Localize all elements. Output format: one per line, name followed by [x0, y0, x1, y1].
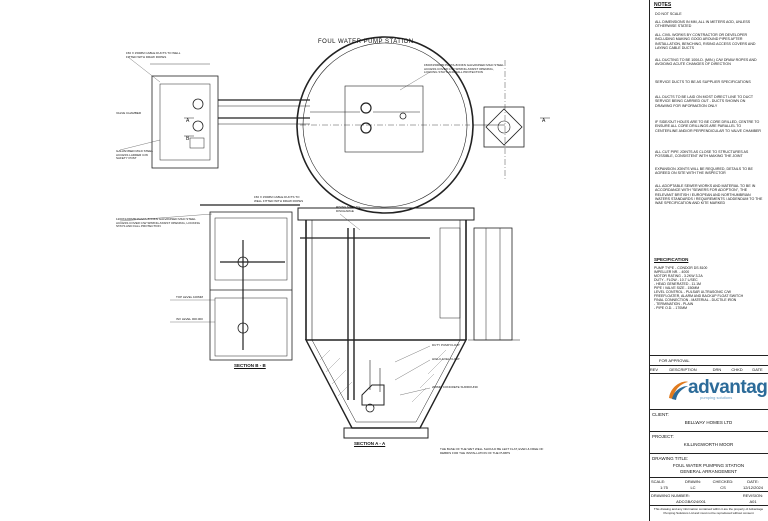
drawing-canvas: [119, 36, 550, 439]
annotation-inv-level: INV LEVEL 000.000: [176, 317, 203, 321]
meta-row: SCALE: 1:75 DRAWN: LC CHECKED: CS DATE: …: [649, 477, 768, 491]
title-panel: [649, 0, 768, 521]
annotation-base: THE BASE OF THE WET WELL SHOULD BE LEFT …: [440, 447, 544, 455]
note-item: SERVICE DUCTS TO BE AS SUPPLIER SPECIFIC…: [655, 80, 751, 84]
note-item: EXPANSION JOINTS WILL BE REQUIRED, DETAI…: [655, 167, 753, 176]
footer-text: This drawing and any information contain…: [653, 507, 764, 515]
project-value: KILLINGWORTH MOOR: [683, 442, 734, 447]
client-value: BELLWAY HOMES LTD: [684, 420, 733, 425]
annotation-mid-ducts: 150 x 150mm CABLE DUCTS TO WELL FITTED W…: [254, 195, 304, 203]
scale-label: SCALE:: [651, 479, 666, 484]
footer-box: This drawing and any information contain…: [649, 505, 768, 521]
drawing-title-box: DRAWING TITLE: FOUL WATER PUMPING STATIO…: [649, 453, 768, 477]
wet-well-cone: [304, 339, 468, 429]
tag-a-right: A: [542, 118, 546, 124]
rev-header: DRN: [712, 367, 722, 372]
note-item: ALL DUCTING TO BE 100/LD. (MIN.) C/W DRA…: [655, 58, 757, 67]
note-item: ALL CUT PIPE JOINTS AS CLOSE TO STRUCTUR…: [655, 150, 749, 159]
checked-value: CS: [720, 485, 726, 490]
section-aa-slab: [297, 207, 475, 221]
annotation-access-cover: 1500x1500mm PASTA-B 63kN GALVANISED MILD…: [424, 63, 504, 75]
section-bb-chamber: [209, 211, 293, 361]
spec-line: - HEAD GENERATED - 11.1M: [654, 282, 701, 286]
annotation-concrete: 200mm CONCRETE SURROUND: [432, 385, 478, 389]
logo-tagline: pumping solutions: [700, 395, 733, 400]
spec-line: FREEFLOATER, ALARM AND BACKUP FLOAT SWIT…: [654, 294, 744, 298]
spec-line: PUMP TYPE - CONDOR DS 8100: [654, 266, 708, 270]
client-label: CLIENT:: [652, 412, 669, 417]
spec-line: - TERMINATION - PLAIN: [654, 302, 694, 306]
number-row: DRAWING NUMBER: ADCGB/024/001 REVISION: …: [649, 491, 768, 505]
drawing-title-line2: GENERAL ARRANGEMENT: [679, 469, 738, 474]
annotation-rising-main: RISING MAIN TO DISCHARGE: [336, 205, 360, 213]
drawing-number-label: DRAWING NUMBER:: [651, 493, 690, 498]
spec-line: - PIPE O.D. - 170mm: [654, 306, 688, 310]
revision-row-label: FOR APPROVAL: [659, 358, 690, 363]
annotation-ladder: GALVANISED MILD STEEL ACCESS LADDER C/W …: [116, 149, 153, 161]
spec-line: PIPE / VALVE SIZE - 150mm: [654, 286, 700, 290]
annotation-duty-float: DUTY PUMP FLOAT: [432, 343, 460, 347]
scale-value: 1:75: [660, 485, 668, 490]
revision-value: A01: [749, 499, 757, 504]
note-item: ALL CIVIL WORKS BY CONTRACTOR OR DEVELOP…: [655, 33, 756, 50]
annotation-valve-chamber: VALVE CHAMBER: [116, 111, 142, 115]
rev-header: DATE: [752, 367, 763, 372]
valve-chamber-plan: [151, 75, 219, 169]
rev-header: REV: [649, 367, 659, 372]
valve-chamber-inner: [159, 83, 211, 161]
spec-line: DUTY - FLOW - 10.7 L/sec: [654, 278, 698, 282]
revision-label: REVISION:: [742, 493, 764, 498]
date-label: DATE:: [747, 479, 759, 484]
client-box: CLIENT: BELLWAY HOMES LTD: [649, 409, 768, 431]
tag-b-left: B: [186, 136, 190, 142]
rev-header: DESCRIPTION: [669, 367, 697, 372]
annotation-mid-cover: 1200x1200mm PASTA-B 63kN GALVANISED MILD…: [116, 217, 200, 229]
spec-line: FINAL CONNECTION - MATERIAL - DUCTILE IR…: [654, 298, 737, 302]
logo-wordmark: advantage: [688, 377, 768, 398]
rev-header: CHKD: [731, 367, 743, 372]
note-item: ALL ADOPTABLE SEWER WORKS AND MATERIAL T…: [655, 184, 763, 206]
specification-title: SPECIFICATION: [654, 257, 689, 262]
revision-table: FOR APPROVAL REV DESCRIPTION DRN CHKD DA…: [649, 355, 768, 373]
spec-line: LEVEL CONTROL - PULSAR ULTRASONIC C/W: [654, 290, 731, 294]
note-item: ALL DIMENSIONS IN mm, ALL IN METERS AOD,…: [655, 20, 751, 29]
project-box: PROJECT: KILLINGWORTH MOOR: [649, 431, 768, 453]
section-aa-title: SECTION A - A: [354, 441, 386, 446]
note-item: IF SIDE/OUT HOLES ARE TO BE CORE DRILLED…: [655, 120, 761, 133]
section-bb-title: SECTION B - B: [234, 363, 266, 368]
drawn-value: LC: [690, 485, 696, 490]
drawing-title-label: DRAWING TITLE:: [652, 456, 689, 461]
notes-title: NOTES: [654, 2, 672, 8]
annotation-top-level: TOP LEVEL 100mm: [176, 295, 203, 299]
note-item: DO NOT SCALE: [655, 12, 682, 16]
annotation-high-level: HIGH LEVEL FLOAT: [432, 357, 460, 361]
drawing-title-line1: FOUL WATER PUMPING STATION: [672, 463, 745, 468]
spec-line: IMPELLER Nr. - 4000: [654, 270, 690, 274]
checked-label: CHECKED:: [712, 479, 734, 484]
logo-box: [649, 373, 768, 409]
tag-a-left: A: [186, 118, 190, 124]
drawn-label: DRAWN:: [684, 479, 702, 484]
project-label: PROJECT:: [652, 434, 674, 439]
spec-line: MOTOR RATING - 3.2kW 3.2A: [654, 274, 703, 278]
logo-swoosh-icon: [669, 381, 688, 400]
access-cover-plan: [344, 85, 424, 153]
date-value: 12/12/2024: [742, 485, 764, 490]
drawing-number-value: ADCGB/024/001: [676, 499, 706, 504]
annotation-cable-ducts: 150 x 150mm CABLE DUCTS TO WELL FITTED W…: [126, 51, 181, 59]
note-item: ALL DUCTS TO BE LAID ON MOST DIRECT LINE…: [655, 95, 754, 108]
drawing-title: FOUL WATER PUMP STATION: [318, 39, 414, 45]
